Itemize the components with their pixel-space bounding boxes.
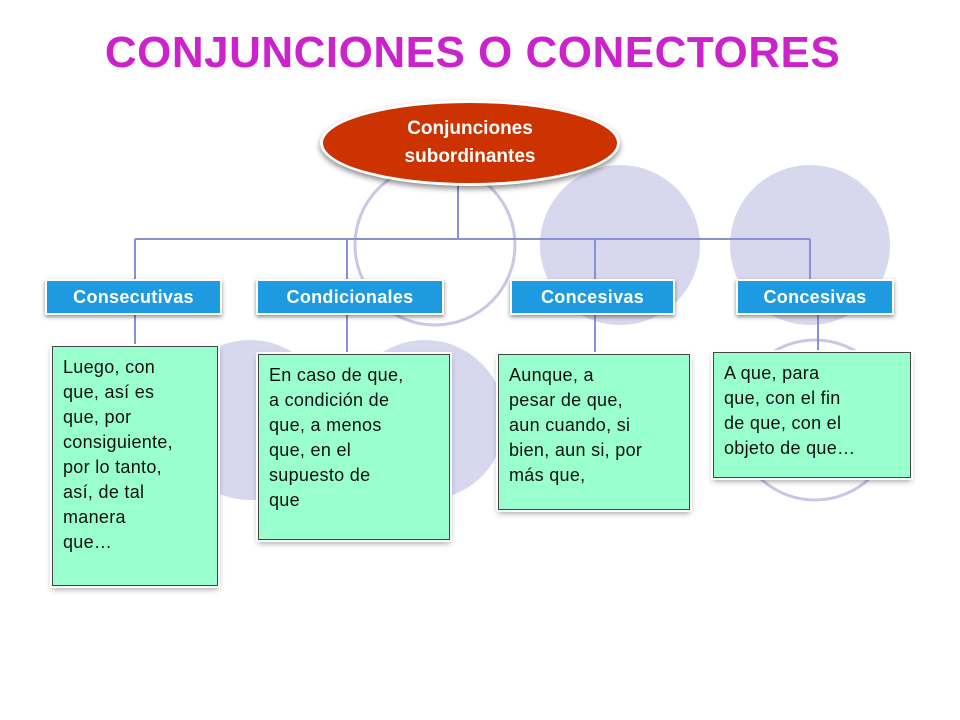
example-line: aun cuando, si — [509, 415, 631, 435]
example-line: A que, para — [724, 363, 820, 383]
example-line: de que, con el — [724, 413, 842, 433]
example-line: a condición de — [269, 390, 390, 410]
example-line: En caso de que, — [269, 365, 404, 385]
example-line: que, por — [63, 407, 132, 427]
root-node-conjunciones-subordinantes: Conjunciones subordinantes — [320, 100, 620, 186]
category-consecutivas: Consecutivas — [45, 279, 222, 315]
example-line: objeto de que… — [724, 438, 856, 458]
category-label: Concesivas — [763, 286, 867, 307]
category-condicionales: Condicionales — [256, 279, 444, 315]
example-line: que, a menos — [269, 415, 382, 435]
root-label-line: subordinantes — [404, 146, 536, 167]
example-line: que, con el fin — [724, 388, 841, 408]
example-line: más que, — [509, 465, 586, 485]
examples-box-concesivas: Aunque, a pesar de que, aun cuando, si b… — [498, 354, 690, 510]
example-line: manera — [63, 507, 126, 527]
example-line: que, en el — [269, 440, 352, 460]
example-line: Aunque, a — [509, 365, 594, 385]
example-line: así, de tal — [63, 482, 145, 502]
example-line: que — [269, 490, 300, 510]
category-concesivas: Concesivas — [510, 279, 675, 315]
example-line: bien, aun si, por — [509, 440, 643, 460]
category-label: Consecutivas — [73, 286, 194, 307]
category-label: Concesivas — [540, 286, 645, 307]
example-line: supuesto de — [269, 465, 371, 485]
example-line: pesar de que, — [509, 390, 623, 410]
category-concesivas-2: Concesivas — [736, 279, 894, 315]
category-label: Condicionales — [286, 286, 414, 307]
example-line: Luego, con — [63, 357, 156, 377]
connector-lines — [134, 183, 819, 354]
example-line: consiguiente, — [63, 432, 173, 452]
examples-box-concesivas-2: A que, para que, con el fin de que, con … — [713, 352, 911, 478]
example-line: que, así es — [63, 382, 155, 402]
example-line: que… — [63, 532, 113, 552]
page-title: CONJUNCIONES O CONECTORES — [104, 28, 841, 77]
example-line: por lo tanto, — [63, 457, 162, 477]
examples-box-consecutivas: Luego, con que, así es que, por consigui… — [52, 346, 218, 586]
root-label-line: Conjunciones — [407, 118, 533, 139]
examples-box-condicionales: En caso de que, a condición de que, a me… — [258, 354, 450, 540]
